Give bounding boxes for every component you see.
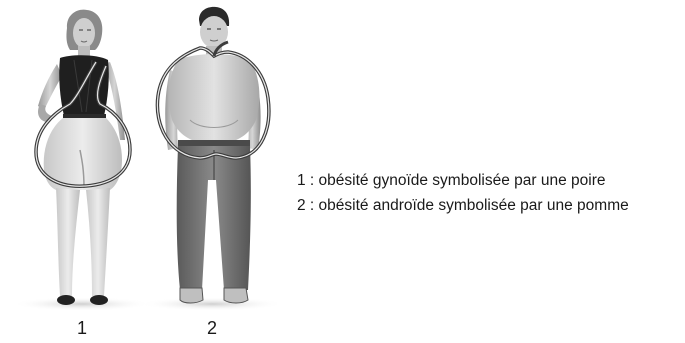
man-apple-figure xyxy=(140,7,284,311)
legend-item-gynoid: 1 : obésité gynoïde symbolisée par une p… xyxy=(297,168,629,193)
figure-1-number: 1 xyxy=(77,318,87,339)
legend: 1 : obésité gynoïde symbolisée par une p… xyxy=(297,168,629,218)
woman-pear-figure xyxy=(12,10,152,311)
legend-item-android: 2 : obésité androïde symbolisée par une … xyxy=(297,193,629,218)
figure-2-number: 2 xyxy=(207,318,217,339)
